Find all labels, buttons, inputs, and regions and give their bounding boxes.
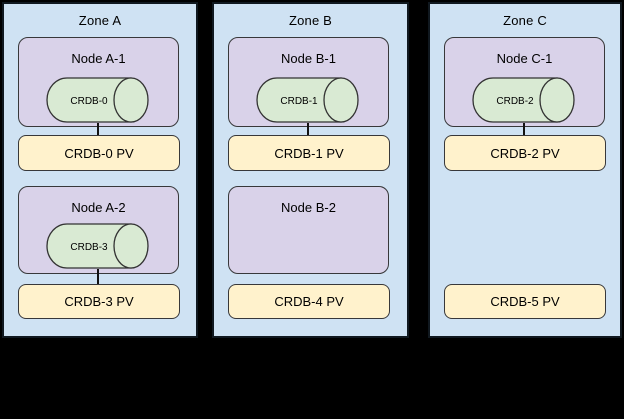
node-a-2: Node A-2 CRDB-3: [18, 186, 179, 274]
pv-crdb-1: CRDB-1 PV: [228, 135, 390, 171]
zone-b-title: Zone B: [288, 13, 333, 28]
node-b-2-label: Node B-2: [281, 200, 336, 215]
crdb-0-label: CRDB-0: [70, 96, 108, 107]
pv-crdb-5-label: CRDB-5 PV: [490, 294, 560, 309]
crdb-3-cylinder-icon: CRDB-3: [45, 223, 149, 269]
crdb-3-label: CRDB-3: [70, 242, 108, 253]
pv-crdb-5: CRDB-5 PV: [444, 284, 606, 319]
node-b-2: Node B-2: [228, 186, 389, 274]
zone-b: Zone B Node B-1 CRDB-1 CRDB-1 PV Node B-…: [212, 2, 409, 338]
pv-crdb-2: CRDB-2 PV: [444, 135, 606, 171]
crdb-2-label: CRDB-2: [496, 96, 534, 107]
node-a-1: Node A-1 CRDB-0: [18, 37, 179, 127]
connector-line: [97, 269, 99, 284]
connector-line: [523, 123, 525, 135]
node-c-1: Node C-1 CRDB-2: [444, 37, 605, 127]
crdb-1-cylinder-icon: CRDB-1: [255, 77, 359, 123]
pv-crdb-1-label: CRDB-1 PV: [274, 145, 344, 161]
pv-crdb-3: CRDB-3 PV: [18, 284, 180, 319]
zone-c: Zone C Node C-1 CRDB-2 CRDB-2 PV CRDB-5 …: [428, 2, 622, 338]
zone-a: Zone A Node A-1 CRDB-0 CRDB-0 PV Node A-…: [2, 2, 198, 338]
node-a-1-label: Node A-1: [71, 51, 126, 66]
crdb-2-cylinder-icon: CRDB-2: [471, 77, 575, 123]
pv-crdb-4: CRDB-4 PV: [228, 284, 390, 319]
node-b-1: Node B-1 CRDB-1: [228, 37, 389, 127]
pv-crdb-4-label: CRDB-4 PV: [274, 294, 344, 309]
crdb-0-cylinder-icon: CRDB-0: [45, 77, 149, 123]
pv-crdb-2-label: CRDB-2 PV: [490, 145, 560, 161]
pv-crdb-0: CRDB-0 PV: [18, 135, 180, 171]
connector-line: [307, 123, 309, 135]
connector-line: [97, 123, 99, 135]
node-b-1-label: Node B-1: [281, 51, 336, 66]
pv-crdb-3-label: CRDB-3 PV: [64, 294, 134, 309]
zone-a-title: Zone A: [78, 13, 122, 28]
node-c-1-label: Node C-1: [496, 51, 553, 66]
pv-crdb-0-label: CRDB-0 PV: [64, 145, 134, 161]
crdb-1-label: CRDB-1: [280, 96, 318, 107]
zone-c-title: Zone C: [503, 13, 547, 28]
node-a-2-label: Node A-2: [71, 200, 126, 215]
